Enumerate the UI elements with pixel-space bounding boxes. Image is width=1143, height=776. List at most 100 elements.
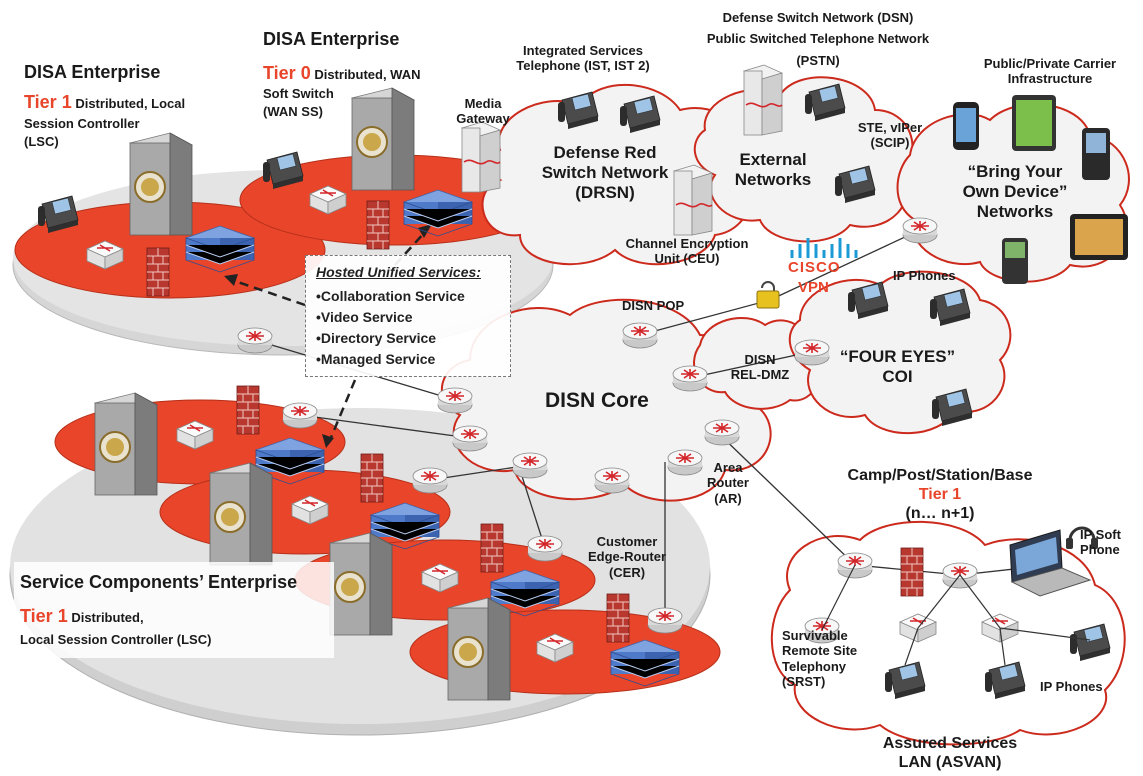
hosted-service-item: Collaboration Service xyxy=(316,288,465,309)
disa-lsc-desc-1: Distributed, Local xyxy=(75,96,186,111)
disa-lsc-tier: Tier 1 xyxy=(24,92,72,112)
disa-ss-desc-3: (WAN SS) xyxy=(263,104,323,119)
four-eyes-label-2: COI xyxy=(882,367,913,387)
firewall-icon xyxy=(606,593,630,643)
lock-icon xyxy=(756,281,780,309)
router-icon xyxy=(647,607,683,634)
ste-label-2: (SCIP) xyxy=(870,135,910,151)
rel-dmz-label-1: DISN xyxy=(744,352,776,367)
tablet-icon xyxy=(1012,95,1056,151)
disa-ss-tier: Tier 0 xyxy=(263,63,311,83)
disa-ss-desc: Tier 0 Distributed, WAN xyxy=(263,63,421,84)
camp-label-3: (n… n+1) xyxy=(905,504,975,522)
byod-label-1: “Bring Your xyxy=(967,162,1063,181)
smartphone-icon xyxy=(1082,128,1110,180)
service-components-desc-1: Distributed, xyxy=(71,610,144,625)
disa-lsc-desc-2: Session Controller xyxy=(24,116,140,131)
carrier-label-1: Public/Private Carrier xyxy=(983,56,1117,71)
router-icon xyxy=(794,339,830,366)
area-router-label-2: Router xyxy=(707,475,749,491)
firewall-icon xyxy=(480,523,504,573)
disa-ss-desc-1: Distributed, WAN xyxy=(314,67,421,82)
rel-dmz-label-2: REL-DMZ xyxy=(730,367,790,383)
dsn-label-1: Defense Switch Network (DSN) xyxy=(722,10,914,25)
ceu-label-2: Unit (CEU) xyxy=(654,251,720,267)
dsn-label-2: Public Switched Telephone Network xyxy=(706,31,930,47)
router-icon xyxy=(594,467,630,494)
drsn-label-1: Defense Red xyxy=(553,143,657,162)
router-icon xyxy=(704,419,740,446)
firewall-icon xyxy=(146,247,170,297)
firewall-icon xyxy=(360,453,384,503)
four-eyes-label-1: “FOUR EYES” xyxy=(839,347,956,366)
server-rack-icon xyxy=(329,532,393,636)
router-icon xyxy=(282,402,318,429)
crypto-unit-icon xyxy=(743,64,783,136)
asvan-label-1: Assured Services xyxy=(882,735,1018,752)
server-rack-icon xyxy=(209,462,273,566)
area-router-label-1: Area xyxy=(713,460,743,475)
area-router-label-3: (AR) xyxy=(714,490,742,506)
headset-icon xyxy=(1066,526,1098,549)
ip-phones-bottom-label: IP Phones xyxy=(1040,679,1103,694)
router-icon xyxy=(902,217,938,244)
srst-label-3: Telephony xyxy=(782,658,847,674)
four-eyes-label: “FOUR EYES”COI xyxy=(830,347,965,387)
router-icon xyxy=(452,425,488,452)
router-icon xyxy=(237,327,273,354)
ist-label-1: Integrated Services xyxy=(523,43,643,58)
server-rack-icon xyxy=(129,132,193,236)
disa-lsc-title: DISA Enterprise xyxy=(24,62,161,82)
server-rack-icon xyxy=(94,392,158,496)
router-icon xyxy=(527,535,563,562)
camp-label: Camp/Post/Station/Base Tier 1 (n… n+1) xyxy=(810,467,1070,524)
cisco-label: CISCO xyxy=(788,259,841,276)
router-icon xyxy=(667,449,703,476)
disn-pop-label: DISN POP xyxy=(622,298,685,313)
srst-label-4: (SRST) xyxy=(782,673,826,689)
byod-label-3: Networks xyxy=(976,202,1054,222)
soft-phone-label-2: Phone xyxy=(1080,542,1120,558)
camp-label-1: Camp/Post/Station/Base xyxy=(847,467,1033,484)
service-components-desc: Tier 1 Distributed, xyxy=(20,606,144,627)
service-components-desc-2: Local Session Controller (LSC) xyxy=(20,632,212,647)
hosted-service-item: Video Service xyxy=(316,309,465,330)
media-gateway-label-2: Gateway xyxy=(456,111,510,127)
cer-label-1: Customer xyxy=(596,534,658,549)
ste-label: STE, vIPer(SCIP) xyxy=(845,120,935,151)
carrier-label-2: Infrastructure xyxy=(1007,71,1093,87)
external-networks-label-2: Networks xyxy=(734,170,812,190)
ist-label-2: Telephone (IST, IST 2) xyxy=(516,58,650,74)
service-components-title: Service Components’ Enterprise xyxy=(20,572,298,592)
firewall-icon xyxy=(900,547,924,597)
drsn-label-3: (DRSN) xyxy=(575,183,635,203)
service-components-tier: Tier 1 xyxy=(20,606,68,626)
router-icon xyxy=(512,452,548,479)
cer-label-3: (CER) xyxy=(608,564,646,580)
byod-label-2: Own Device” xyxy=(962,182,1068,202)
service-components-label-box xyxy=(14,562,334,658)
server-rack-icon xyxy=(447,597,511,701)
tablet-icon xyxy=(1070,214,1128,260)
disn-core-label: DISN Core xyxy=(545,389,649,412)
external-networks-label-1: External xyxy=(739,150,807,169)
smartphone-icon xyxy=(953,102,979,150)
drsn-label-2: Switch Network xyxy=(541,163,669,183)
soft-phone-label-1: IP Soft xyxy=(1080,527,1121,542)
asvan-label-2: LAN (ASVAN) xyxy=(898,753,1002,771)
ceu-label-1: Channel Encryption xyxy=(625,236,749,251)
camp-tier: Tier 1 xyxy=(918,485,962,503)
cisco-logo xyxy=(790,238,858,258)
